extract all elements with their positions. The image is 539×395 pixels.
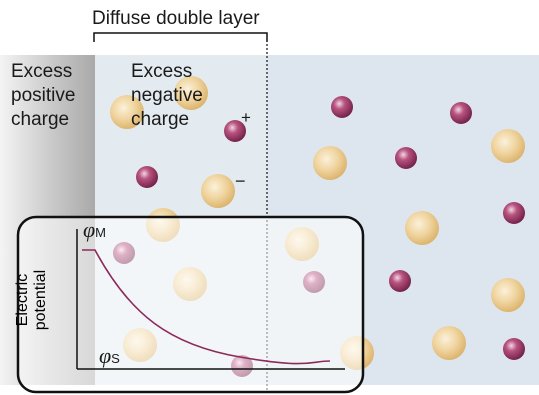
layer-label-line: negative [131, 85, 203, 106]
potential-inset [16, 215, 365, 394]
anion-sphere [491, 278, 525, 312]
electrode-label-line: Excess [11, 61, 73, 82]
potential-curve [82, 249, 331, 365]
anion-sphere [174, 76, 208, 110]
cation-sphere [503, 338, 525, 360]
layer-label-line: charge [131, 109, 190, 130]
y-axis-label: Electric potential [14, 240, 50, 360]
cation-sphere [224, 120, 246, 142]
electrode-label-line: positive [11, 85, 76, 106]
electrode-label: Excess positive charge [11, 60, 75, 132]
minus-sign: − [235, 171, 246, 191]
anion-sphere [432, 326, 466, 360]
phi-s-label: φS [99, 343, 120, 369]
anion-sphere [110, 95, 144, 129]
anion-sphere [313, 146, 347, 180]
layer-label-line: Excess [131, 61, 193, 82]
phi-symbol: φ [99, 343, 112, 368]
layer-bracket [93, 32, 268, 42]
plus-sign: + [241, 108, 251, 127]
cation-sphere [331, 96, 353, 118]
anion-sphere [491, 129, 525, 163]
cation-sphere [503, 202, 525, 224]
y-axis-label-line: potential [32, 269, 49, 331]
phi-m-label: φM [83, 217, 106, 243]
cation-sphere [389, 270, 411, 292]
cation-sphere [395, 147, 417, 169]
phi-s-subscript: S [111, 351, 120, 366]
inset-axes [76, 229, 345, 370]
anion-sphere [405, 211, 439, 245]
phi-m-subscript: M [95, 225, 107, 240]
electrode-label-line: charge [11, 109, 70, 130]
layer-label: Excess negative charge [131, 60, 203, 132]
diagram-title: Diffuse double layer [92, 8, 260, 29]
y-axis-label-line: Electric [14, 273, 31, 327]
anion-sphere [201, 174, 235, 208]
cation-sphere [136, 166, 158, 188]
cation-sphere [450, 102, 472, 124]
phi-symbol: φ [83, 217, 96, 242]
